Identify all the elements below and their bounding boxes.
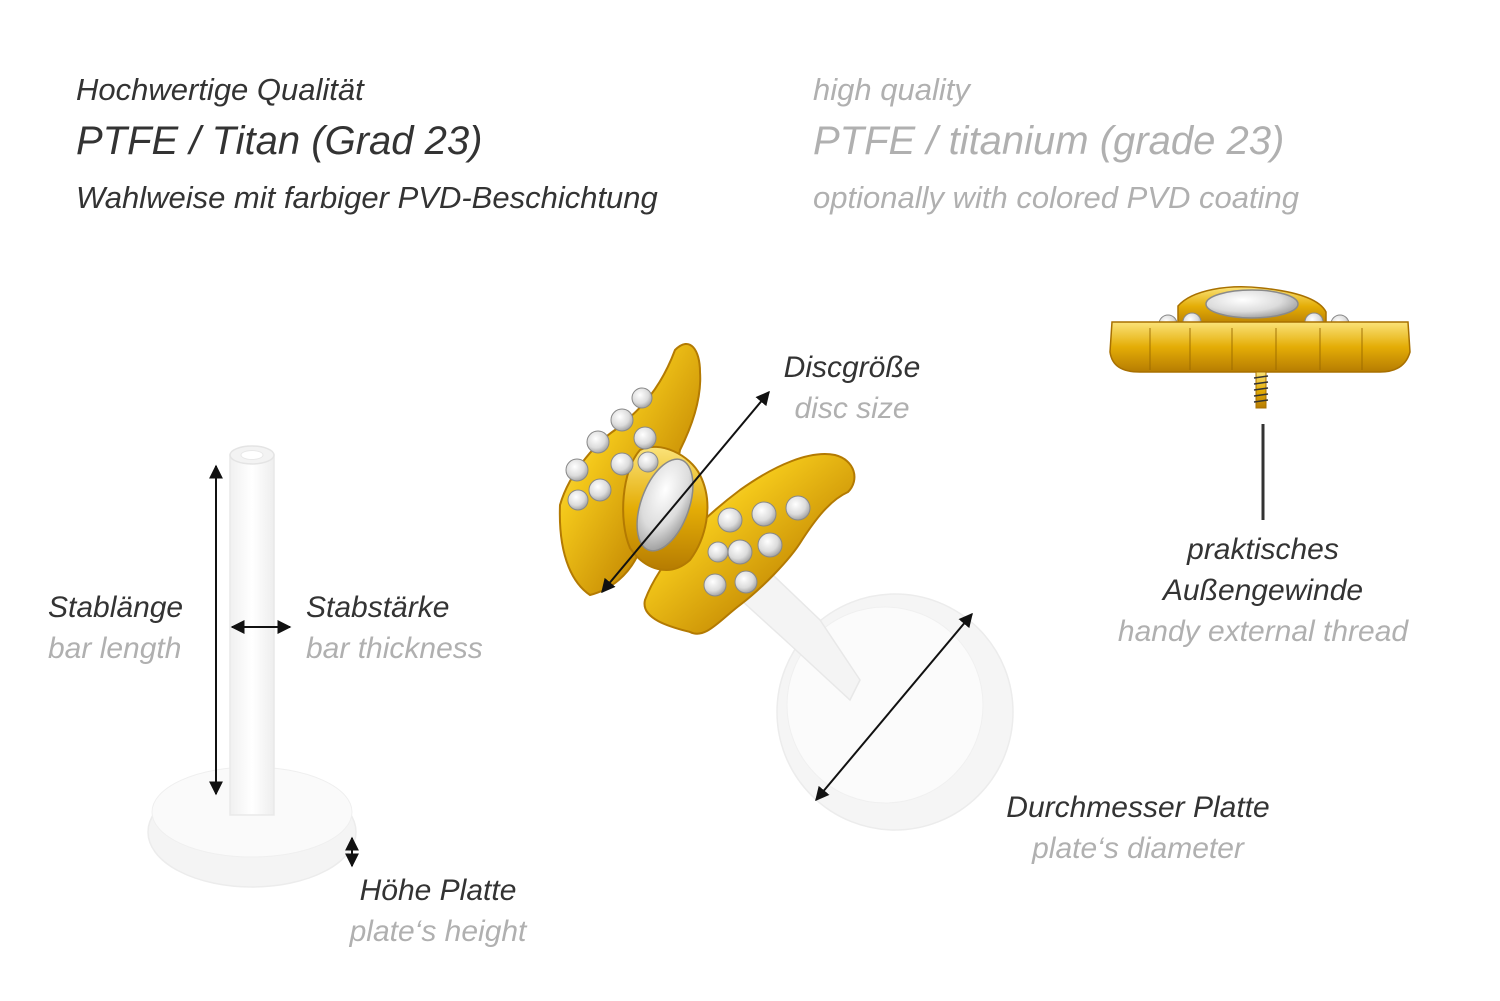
- thread-label-de-line1: praktisches: [1187, 533, 1339, 566]
- bar-thickness-label-de: Stabstärke: [306, 591, 450, 624]
- coating-label-en: optionally with colored PVD coating: [813, 180, 1299, 215]
- plate-height-label-en: plate‘s height: [349, 915, 527, 948]
- plate-diameter-label-de: Durchmesser Platte: [1006, 791, 1270, 824]
- labret-ptfe-left: [147, 445, 357, 888]
- quality-label-en: high quality: [813, 72, 970, 107]
- bar-thickness-label-en: bar thickness: [306, 632, 483, 665]
- bar-length-label-en: bar length: [48, 632, 182, 665]
- plate-height-label-de: Höhe Platte: [359, 874, 517, 907]
- thread-label-de-line2: Außengewinde: [1162, 574, 1364, 607]
- coating-label-de: Wahlweise mit farbiger PVD-Beschichtung: [76, 180, 658, 215]
- disc-size-label-de: Discgröße: [783, 351, 921, 384]
- labret-ptfe-center: [729, 553, 1014, 831]
- plate-diameter-label-en: plate‘s diameter: [1032, 832, 1244, 865]
- material-label-en: PTFE / titanium (grade 23): [813, 119, 1285, 163]
- disc-size-label-en: disc size: [794, 392, 910, 425]
- threaded-top-side-view: [1109, 286, 1411, 409]
- quality-label-de: Hochwertige Qualität: [76, 72, 364, 107]
- plate-diameter-arrow: [815, 612, 973, 802]
- bar-length-label-de: Stablänge: [48, 591, 184, 624]
- disc-size-arrow: [601, 390, 770, 594]
- thread-label-en: handy external thread: [1117, 615, 1409, 648]
- material-label-de: PTFE / Titan (Grad 23): [76, 119, 483, 163]
